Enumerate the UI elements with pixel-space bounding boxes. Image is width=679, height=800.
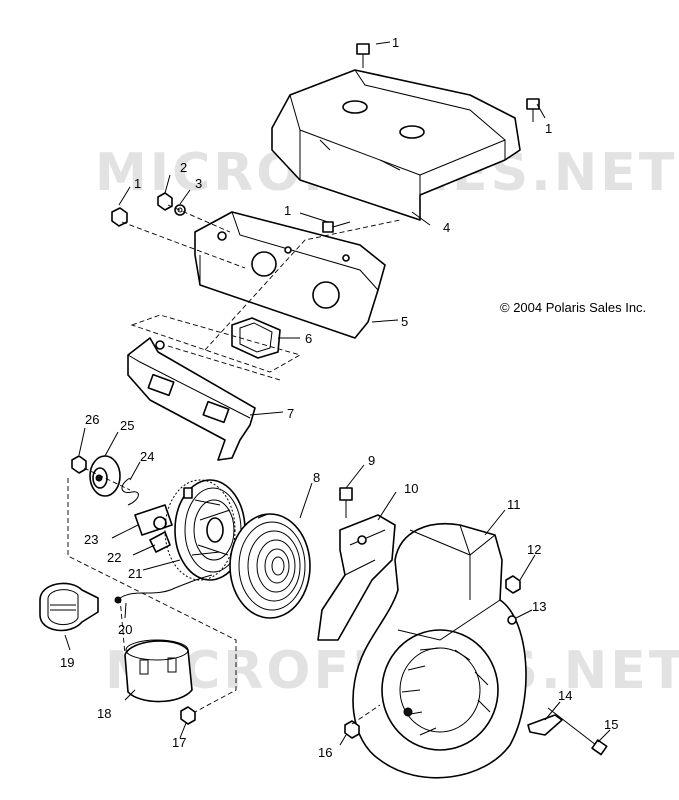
nut-12: [505, 575, 521, 594]
bolt-1-right: [526, 98, 540, 122]
callout-5: 5: [401, 314, 408, 329]
nut-26: [71, 455, 87, 474]
part-10-starter-bracket: [317, 514, 396, 641]
callout-14: 14: [558, 688, 572, 703]
part-11-fan-housing: [352, 523, 527, 779]
part-25-hub: [89, 455, 121, 497]
callout-1-left: 1: [134, 176, 141, 191]
bolt-15: [547, 707, 608, 756]
callout-3: 3: [195, 176, 202, 191]
callout-4: 4: [443, 220, 450, 235]
callout-8: 8: [313, 470, 320, 485]
nut-16: [344, 720, 360, 739]
callout-18: 18: [97, 706, 111, 721]
leader-lines: [64, 41, 611, 746]
screw-17: [180, 706, 196, 725]
callout-20: 20: [118, 622, 132, 637]
callout-22: 22: [107, 550, 121, 565]
callout-25: 25: [120, 418, 134, 433]
callout-1-right: 1: [545, 121, 552, 136]
part-23-shaft: [134, 504, 173, 536]
bolt-13: [507, 615, 517, 625]
part-6-gasket: [231, 317, 281, 359]
part-14-clip: [527, 714, 563, 736]
callout-11: 11: [507, 497, 521, 512]
part-19-starter-handle: [39, 582, 99, 632]
callout-23: 23: [84, 532, 98, 547]
callout-24: 24: [140, 449, 154, 464]
bolt-9: [339, 487, 353, 518]
callout-10: 10: [404, 481, 418, 496]
part-8-recoil-spring: [229, 513, 311, 619]
part-20-starter-rope: [114, 574, 213, 604]
callout-1-top: 1: [392, 35, 399, 50]
part-4-upper-shroud: [271, 69, 521, 221]
callout-7: 7: [287, 406, 294, 421]
part-21-recoil-pulley: [164, 479, 246, 581]
part-7-lower-bracket: [127, 337, 256, 461]
bolt-21-top: [183, 487, 193, 499]
part-18-starter-cup: [124, 639, 193, 703]
part-5-exhaust-plate: [194, 211, 386, 339]
bolt-1-middle: [322, 221, 351, 233]
nut-2: [157, 192, 173, 211]
callout-13: 13: [532, 599, 546, 614]
callout-16: 16: [318, 745, 332, 760]
callout-9: 9: [368, 453, 375, 468]
part-22-pawl: [149, 531, 171, 553]
part-24-clip: [121, 477, 139, 506]
callout-15: 15: [604, 717, 618, 732]
callout-17: 17: [172, 735, 186, 750]
callout-21: 21: [128, 566, 142, 581]
callout-1-middle: 1: [284, 203, 291, 218]
callout-19: 19: [60, 655, 74, 670]
callout-labels: 1 1 2 3 1 1 4 5 6 7 26 25 24 8 9 10 11 2…: [60, 35, 618, 760]
nut-1-left: [111, 207, 128, 227]
callout-26: 26: [85, 412, 99, 427]
callout-12: 12: [527, 542, 541, 557]
callout-6: 6: [305, 331, 312, 346]
copyright-notice: © 2004 Polaris Sales Inc.: [500, 300, 646, 315]
callout-2: 2: [180, 160, 187, 175]
bolt-1-top: [356, 43, 370, 68]
